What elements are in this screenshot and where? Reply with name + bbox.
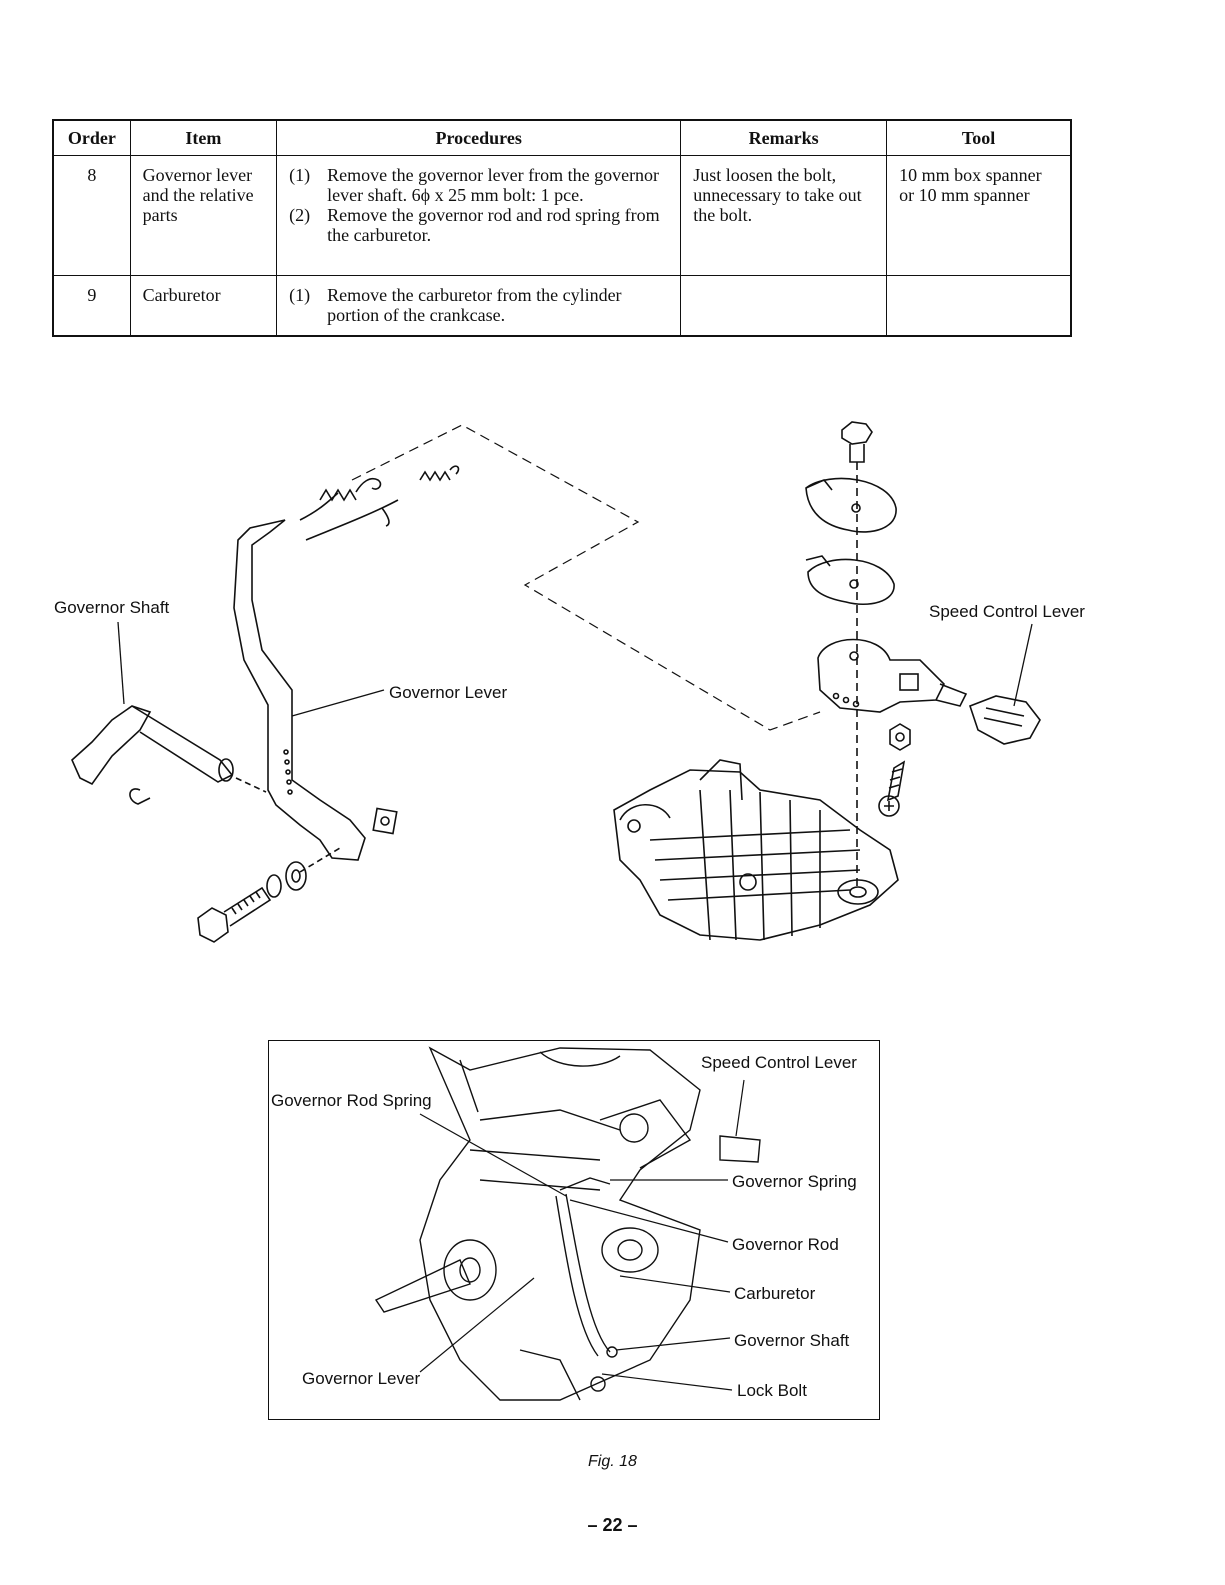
row-procedures: (1) Remove the carburetor from the cylin… [276,275,682,336]
row-tool [886,275,1072,336]
governor-shaft-part [71,705,267,793]
governor-spring [305,465,460,541]
procedure-step-number: (1) [289,165,311,185]
row-item: Governor lever and the relative parts [129,155,278,276]
leader-speed-control-lever [1013,623,1033,707]
photo-label-governor-lever: Governor Lever [302,1369,421,1388]
label-governor-shaft: Governor Shaft [54,598,170,617]
clamp-bolt [197,886,272,943]
procedure-step-number: (2) [289,205,311,225]
photo-label-governor-spring: Governor Spring [732,1172,857,1191]
procedure-step-text: Remove the governor lever from the gover… [327,165,660,205]
engine-photo-art [374,1046,761,1401]
speed-control-knob [968,695,1041,745]
e-clip [129,788,151,805]
flat-washer-hole [291,869,301,883]
row-order: 8 [52,155,131,276]
photo-frame [268,1040,880,1420]
row-remarks [680,275,888,336]
row-tool: 10 mm box spanner or 10 mm spanner [886,155,1072,276]
row-order: 9 [52,275,131,336]
label-governor-lever: Governor Lever [389,683,508,702]
leader-governor-shaft [117,621,125,705]
figure-caption: Fig. 18 [588,1453,637,1470]
photo-label-lock-bolt: Lock Bolt [737,1381,807,1400]
procedure-step-text: Remove the carburetor from the cylinder … [327,285,622,325]
speed-control-lever-part [817,638,968,713]
photo-label-governor-rod: Governor Rod [732,1235,839,1254]
bolt-axis-dashed [299,847,341,873]
header-item: Item [129,119,278,156]
page-number: – 22 – [587,1515,638,1535]
speed-control-bolt [841,421,873,463]
row-procedures: (1) Remove the governor lever from the g… [276,155,682,276]
table-row: 8 Governor lever and the relative parts … [52,155,1072,276]
procedure-table: Order Item Procedures Remarks Tool 8 Gov… [52,119,1072,337]
table-row: 9 Carburetor (1) Remove the carburetor f… [52,275,1072,336]
procedure-step: (1) Remove the carburetor from the cylin… [289,285,668,325]
flat-washer [285,861,307,891]
header-procedures: Procedures [276,119,682,156]
photo-leader-lines [419,1079,745,1391]
governor-lever-holes [283,749,293,795]
lever-clamp-nut-hole [380,816,390,826]
table-header-row: Order Item Procedures Remarks Tool [52,119,1072,156]
speed-control-nut-screw [878,723,911,817]
row-item: Carburetor [129,275,278,336]
governor-rod-spring [299,477,382,521]
governor-lever-outline [233,519,366,861]
cylinder-block [613,759,899,941]
procedure-step: (2) Remove the governor rod and rod spri… [289,205,668,245]
procedure-step: (1) Remove the governor lever from the g… [289,165,668,205]
procedure-step-text: Remove the governor rod and rod spring f… [327,205,660,245]
photo-label-speed-control-lever: Speed Control Lever [701,1053,857,1072]
photo-label-carburetor: Carburetor [734,1284,816,1303]
lock-washer [266,874,282,898]
leader-governor-lever [291,689,385,717]
dashed-guide-line [351,424,821,731]
label-speed-control-lever: Speed Control Lever [929,602,1085,621]
photo-label-governor-rod-spring: Governor Rod Spring [271,1091,432,1110]
speed-control-plate-middle [805,555,895,606]
lever-clamp-nut [372,807,398,835]
procedure-step-number: (1) [289,285,311,305]
photo-label-governor-shaft: Governor Shaft [734,1331,850,1350]
speed-control-plate-upper [805,477,897,533]
